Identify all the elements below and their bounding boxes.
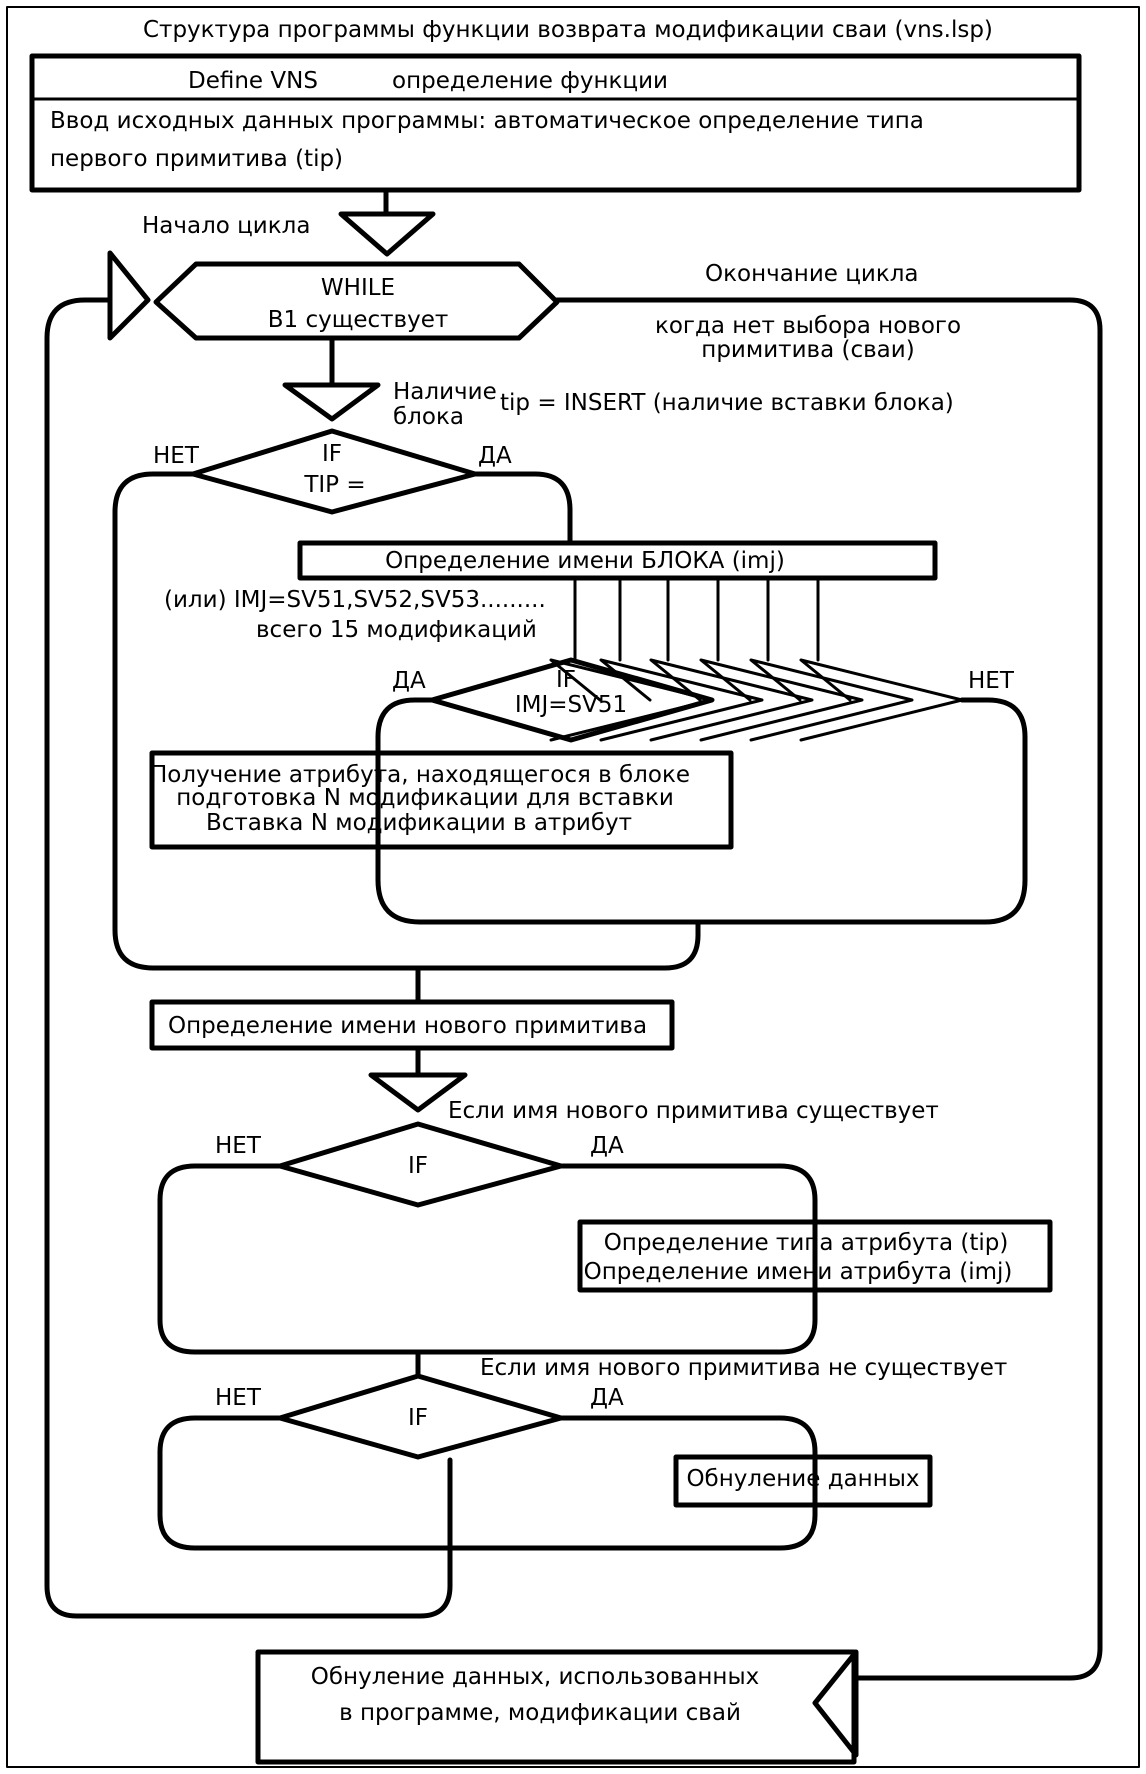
block-name-box [297,540,938,581]
arrow-loop-start [338,211,436,257]
new-primitive-box [149,999,675,1051]
modifications-line2: всего 15 модификаций [256,617,537,643]
if-not-exists-yes-label: ДА [590,1385,624,1411]
if-tip-yes-label: ДА [478,443,512,469]
reset-data-box [673,1454,933,1508]
reset-data-label: Обнуление данных [686,1466,919,1492]
attribute-line3: Вставка N модификации в атрибут [206,810,632,836]
final-line2: в программе, модификации свай [339,1700,741,1726]
if-not-exists-branches [157,1415,818,1551]
loop-end-note-line1: когда нет выбора нового [655,313,961,339]
attribute-line2: подготовка N модификации для вставки [176,785,674,811]
if-exists-yes-label: ДА [590,1133,624,1159]
loop-return-line [44,297,453,1619]
if-tip-line1: IF [322,441,342,467]
while-line2: B1 существует [268,307,449,333]
define-header-left: Define VNS [188,68,318,94]
loop-end-label: Окончание цикла [705,261,919,287]
if-exists-no-label: НЕТ [215,1133,262,1159]
if-exists-container [157,1163,818,1355]
imj-if-line2: IMJ=SV51 [515,692,627,718]
attribute-type-box [577,1219,1053,1293]
imj-branch-container [375,697,1028,925]
loop-start-label: Начало цикла [142,213,310,239]
page-frame [6,6,1140,1768]
new-primitive-label: Определение имени нового примитива [168,1013,647,1039]
define-body-line1: Ввод исходных данных программы: автомати… [50,108,924,134]
arrow-block-presence [282,382,381,422]
arrow-loop-end [815,1678,854,1726]
if-exists-if-label: IF [408,1153,428,1179]
block-name-label: Определение имени БЛОКА (imj) [385,548,785,574]
define-box [29,53,1082,193]
attribute-line1: Получение атрибута, находящегося в блоке [150,762,690,788]
if-tip-line2: TIP = [303,472,365,498]
if-exists-label: Если имя нового примитива существует [448,1098,939,1124]
loop-end-note-line2: примитива (сваи) [701,337,914,363]
if-tip-no-branch [112,471,701,971]
modification-lines [573,576,820,662]
attribute-type-line1: Определение типа атрибута (tip) [604,1230,1009,1256]
diagram-title: Структура программы функции возврата мод… [143,17,993,43]
block-presence-line1: Наличие [393,379,497,405]
arrow-if-exists [368,1072,468,1113]
if-not-exists-no-label: НЕТ [215,1385,262,1411]
final-line1: Обнуление данных, использованных [311,1664,759,1690]
while-line1: WHILE [321,275,395,301]
if-not-exists-label: Если имя нового примитива не существует [480,1355,1007,1381]
attribute-box [149,750,734,850]
define-header-right: определение функции [392,68,668,94]
block-condition-note: tip = INSERT (наличие вставки блока) [500,390,954,416]
imj-diamond [429,657,715,743]
modifications-line1: (или) IMJ=SV51,SV52,SV53......... [164,587,546,613]
loop-back-arrow [107,250,151,341]
define-body-line2: первого примитива (tip) [50,146,343,172]
if-tip-no-label: НЕТ [153,443,200,469]
if-tip-yes-branch [472,471,573,546]
block-presence-line2: блока [393,404,464,430]
imj-if-line1: IF [556,667,576,693]
attribute-type-line2: Определение имени атрибута (imj) [584,1259,1013,1285]
if-not-exists-if-label: IF [408,1405,428,1431]
imj-diamond-stack [549,658,964,742]
arrow-final [812,1649,859,1758]
loop-exit-line [554,297,1103,1681]
imj-no-label: НЕТ [968,668,1015,694]
imj-yes-label: ДА [392,668,426,694]
